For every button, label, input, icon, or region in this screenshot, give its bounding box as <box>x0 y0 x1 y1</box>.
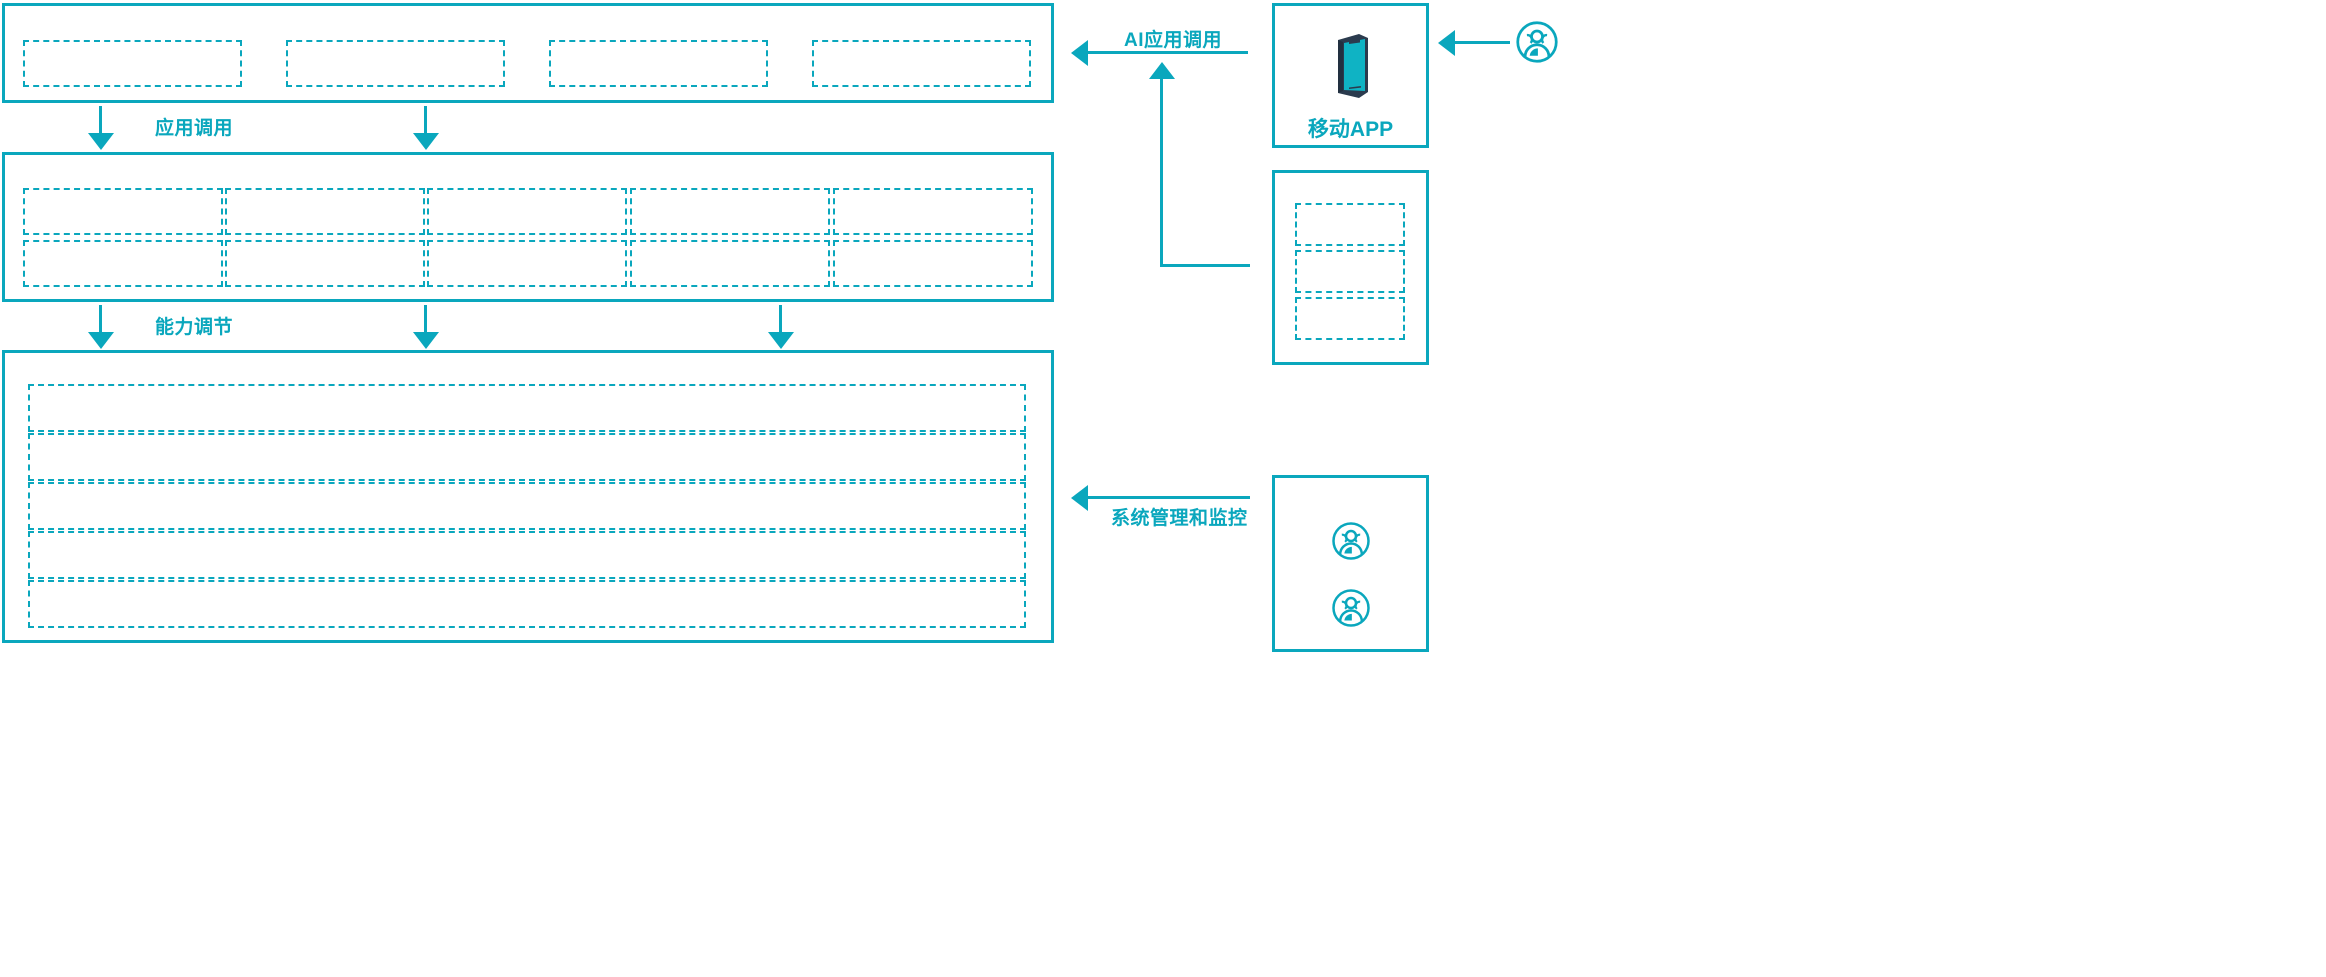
capability-slot-r2c3[interactable] <box>427 240 627 287</box>
ai-application-call-label: AI应用调用 <box>1124 30 1223 51</box>
capability-adjust-arrow-3-head <box>768 332 794 349</box>
capability-slot-r2c4[interactable] <box>630 240 830 287</box>
capability-adjust-arrow-1-head <box>88 332 114 349</box>
capability-slot-r1c5[interactable] <box>833 188 1033 235</box>
mobile-app-caption: 移动APP <box>1307 118 1394 141</box>
capability-slot-r2c1[interactable] <box>23 240 223 287</box>
end-user-head <box>1438 30 1455 56</box>
system-management-head <box>1071 485 1088 511</box>
capability-slot-r1c1[interactable] <box>23 188 223 235</box>
ai-application-call-shaft <box>1088 51 1248 54</box>
end-user-shaft <box>1455 41 1510 44</box>
application-call-label: 应用调用 <box>155 118 234 139</box>
capability-slot-r2c5[interactable] <box>833 240 1033 287</box>
operations-panel <box>1272 475 1429 652</box>
platform-layer-row-2[interactable] <box>28 433 1026 481</box>
capability-slot-r2c2[interactable] <box>225 240 425 287</box>
users-group-icon-operations-1 <box>1331 521 1371 561</box>
application-layer-slot-4[interactable] <box>812 40 1031 87</box>
ai-application-call-riser-head <box>1149 62 1175 79</box>
users-group-icon-end-user <box>1515 20 1559 64</box>
ai-application-call-foot <box>1160 264 1250 267</box>
application-layer-slot-1[interactable] <box>23 40 242 87</box>
capability-adjust-arrow-1-shaft <box>99 305 102 337</box>
capability-slot-r1c2[interactable] <box>225 188 425 235</box>
capability-adjust-arrow-2-head <box>413 332 439 349</box>
application-call-arrow-2-shaft <box>424 106 427 138</box>
system-management-label: 系统管理和监控 <box>1111 508 1248 529</box>
application-layer-slot-3[interactable] <box>549 40 768 87</box>
application-call-arrow-1-shaft <box>99 106 102 138</box>
platform-layer-row-1[interactable] <box>28 384 1026 432</box>
channel-panel-slot-2[interactable] <box>1295 250 1405 293</box>
users-group-icon-operations-2 <box>1331 588 1371 628</box>
application-layer-slot-2[interactable] <box>286 40 505 87</box>
capability-slot-r1c4[interactable] <box>630 188 830 235</box>
platform-layer-row-3[interactable] <box>28 482 1026 530</box>
ai-application-call-riser <box>1160 79 1163 267</box>
capability-adjust-label: 能力调节 <box>155 317 234 338</box>
application-call-arrow-2-head <box>413 133 439 150</box>
platform-layer-row-5[interactable] <box>28 580 1026 628</box>
platform-layer-row-4[interactable] <box>28 531 1026 579</box>
application-call-arrow-1-head <box>88 133 114 150</box>
capability-slot-r1c3[interactable] <box>427 188 627 235</box>
capability-adjust-arrow-2-shaft <box>424 305 427 337</box>
capability-adjust-arrow-3-shaft <box>779 305 782 337</box>
ai-application-call-head <box>1071 40 1088 66</box>
system-management-shaft <box>1088 496 1250 499</box>
channel-panel-slot-1[interactable] <box>1295 203 1405 246</box>
channel-panel-slot-3[interactable] <box>1295 297 1405 340</box>
mobile-phone-icon <box>1332 30 1372 102</box>
